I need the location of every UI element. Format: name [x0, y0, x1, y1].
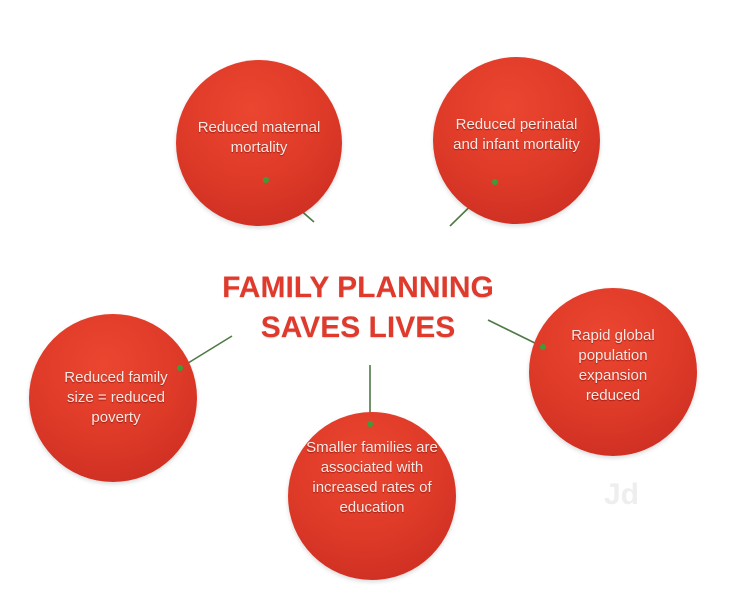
title-line-1: FAMILY PLANNING	[222, 271, 494, 304]
benefit-circle-maternal: Reduced maternal mortality	[176, 60, 342, 226]
watermark-logo: Jd	[604, 478, 640, 511]
benefit-circle-poverty: Reduced family size = reduced poverty	[29, 314, 197, 482]
central-title: FAMILY PLANNING SAVES LIVES	[150, 268, 566, 348]
benefit-circle-education: Smaller families are associated with inc…	[288, 412, 456, 580]
benefit-circle-population: Rapid global population expansion reduce…	[529, 288, 697, 456]
title-line-2: SAVES LIVES	[260, 311, 456, 344]
benefit-circle-perinatal: Reduced perinatal and infant mortality	[433, 57, 600, 224]
